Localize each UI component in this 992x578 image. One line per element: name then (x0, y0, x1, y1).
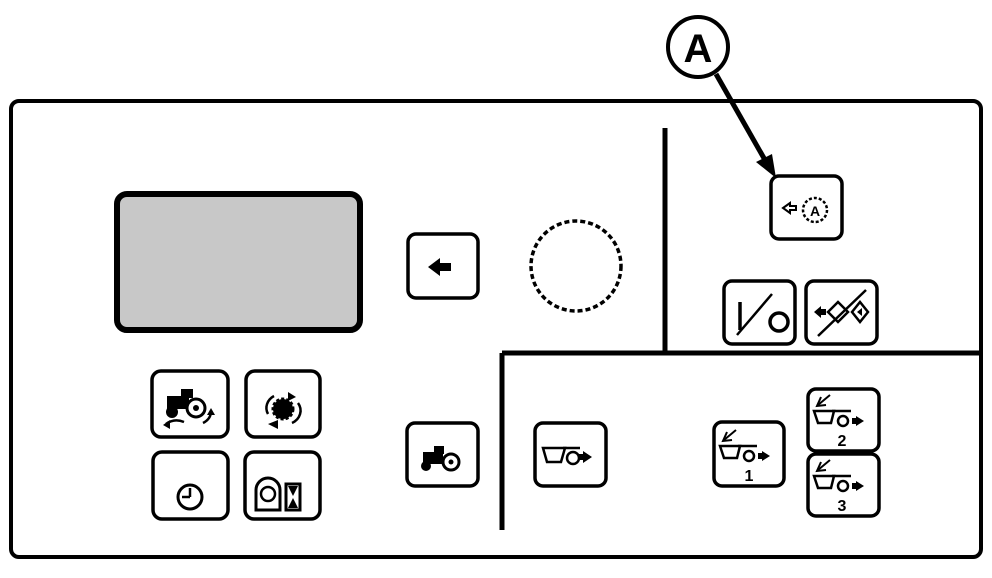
tractor-small-icon (421, 446, 461, 472)
preset-3-button[interactable]: 3 (806, 452, 881, 518)
tractor-button[interactable] (405, 421, 480, 488)
arrow-left-icon (428, 258, 451, 276)
engine-hours-button[interactable] (243, 450, 322, 521)
callout-a: A (666, 15, 776, 178)
arrow-right-icon (781, 201, 797, 215)
tractor-speed-button[interactable] (150, 369, 230, 439)
panel-frame (9, 99, 983, 559)
back-button[interactable] (406, 232, 480, 300)
implement-forward-button[interactable] (533, 421, 608, 488)
implement-preset-icon (812, 394, 864, 428)
preset-1-label: 1 (745, 468, 754, 485)
tractor-icon (163, 389, 215, 429)
preset-3-label: 3 (838, 498, 847, 515)
engine-rotate-icon (265, 392, 302, 429)
svg-text:A: A (810, 203, 820, 219)
preset-1-button[interactable]: 1 (712, 420, 786, 488)
implement-preset-icon (812, 459, 864, 493)
auto-engine-button[interactable]: A (769, 174, 844, 241)
power-circle-icon (768, 311, 790, 333)
engine-speed-button[interactable] (244, 369, 322, 439)
display-screen (114, 191, 363, 333)
clock-button[interactable] (151, 450, 230, 521)
preset-2-label: 2 (838, 433, 847, 450)
on-off-button[interactable] (722, 279, 797, 346)
clock-icon (176, 483, 204, 511)
rotary-dial[interactable] (529, 219, 623, 313)
preset-2-button[interactable]: 2 (806, 387, 881, 453)
engine-hours-icon (254, 476, 302, 512)
gear-a-icon (801, 196, 829, 224)
implement-arrow-icon (541, 446, 592, 466)
engage-disengage-button[interactable] (804, 279, 879, 346)
callout-letter: A (684, 27, 713, 71)
implement-preset-icon (718, 429, 770, 463)
